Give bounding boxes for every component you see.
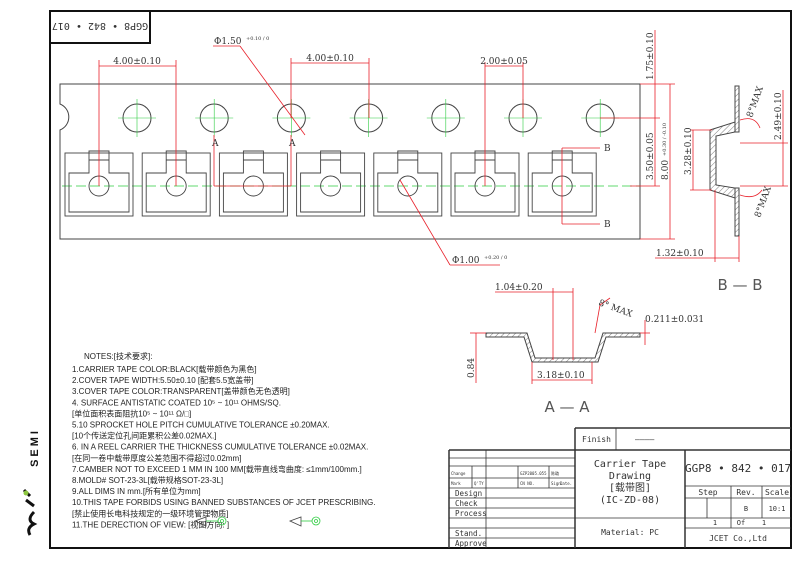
note-line: [10个传送定位孔间距累积公差0.02MAX.] xyxy=(72,431,216,441)
bb-draft-top: 8°MAX xyxy=(745,85,766,119)
dim-tape-width: 8.00 xyxy=(661,160,671,180)
revision-cell: Sign. xyxy=(551,481,563,486)
role-label: Stand. xyxy=(455,529,482,538)
semi-logo: SEMI xyxy=(22,428,41,536)
drawing-number: GGP8 • 842 • 017 xyxy=(685,462,791,475)
note-line: [禁止使用长电科技规定的一级环境管理物质] xyxy=(72,508,228,518)
section-aa-title: A — A xyxy=(544,398,590,416)
dim-pocket-hole-dia: Φ1.00 xyxy=(452,256,480,266)
finish-label: Finish xyxy=(582,435,611,444)
dim-edge-to-hole: 1.75±0.10 xyxy=(646,32,656,80)
company-name: JCET Co.,Ltd xyxy=(709,534,767,543)
finish-value: ———— xyxy=(635,435,654,444)
dim-sprocket-dia: Φ1.50 xyxy=(214,37,242,47)
drawing-frame xyxy=(49,10,792,549)
section-a-label: A xyxy=(211,139,219,149)
id-box-text: GGP8 • 842 • 017 xyxy=(52,20,148,31)
notes-list: 1.CARRIER TAPE COLOR:BLACK[载带颜色为黑色]2.COV… xyxy=(72,364,375,529)
revision-cell: 陈璐 xyxy=(551,470,559,476)
role-label: Design xyxy=(455,489,482,498)
of-label: Of xyxy=(737,519,745,527)
note-line: 4. SURFACE ANTISTATIC COATED 10⁵ ~ 10¹¹ … xyxy=(72,398,281,407)
scale-value: 10:1 xyxy=(769,505,786,513)
view-direction-icon xyxy=(193,516,321,527)
aa-thickness: 0.211±0.031 xyxy=(645,315,704,325)
section-b-label: B xyxy=(604,220,611,230)
section-aa-view xyxy=(470,288,650,384)
dim-tape-width-tolerance: +0.30 / -0.10 xyxy=(662,123,668,156)
material-text: Material: PC xyxy=(601,528,659,537)
revision-cell: Date. xyxy=(560,481,572,486)
drawing-title-line: (IC-ZD-08) xyxy=(600,495,660,506)
note-line: 10.THIS TAPE FORBIDS USING BANNED SUBSTA… xyxy=(72,498,375,507)
role-label: Approve xyxy=(455,539,487,548)
bb-bottom-width: 1.32±0.10 xyxy=(656,249,704,259)
note-line: [单位面积表面阻抗10⁵ ~ 10¹¹ Ω/□] xyxy=(72,408,191,418)
id-box xyxy=(49,10,151,44)
section-b-label: B xyxy=(604,144,611,154)
pocket-hole xyxy=(320,175,342,197)
dimension-lines xyxy=(98,30,675,266)
bb-height: 2.49±0.10 xyxy=(774,92,784,140)
section-a-label: A xyxy=(288,139,296,149)
aa-bottom-width: 3.18±0.10 xyxy=(537,371,585,381)
note-line: [在同一卷中载带厚度公差范围不得超过0.02mm] xyxy=(72,453,241,463)
step-label: Step xyxy=(698,488,717,497)
note-line: 8.MOLD# SOT-23-3L[载带规格SOT-23-3L] xyxy=(72,475,223,485)
pocket xyxy=(373,150,443,217)
note-line: 11.THE DERECTION OF VIEW: [视图方向: ] xyxy=(72,519,229,529)
aa-depth: 0.84 xyxy=(467,358,477,378)
section-bb-title: B — B xyxy=(717,276,762,294)
drawing-title-line: Carrier Tape xyxy=(594,459,666,470)
note-line: 1.CARRIER TAPE COLOR:BLACK[载带颜色为黑色] xyxy=(72,364,257,374)
bb-draft-bottom: 8°MAX xyxy=(753,185,774,219)
role-label: Check xyxy=(455,499,478,508)
bb-pocket-depth: 3.28±0.10 xyxy=(684,127,694,175)
dim-pocket-hole-dia-tolerance: +0.20 / 0 xyxy=(484,255,507,261)
revision-cell: Mark xyxy=(451,481,461,486)
sheet-total: 1 xyxy=(762,519,766,527)
dim-sprocket-dia-tolerance: +0.10 / 0 xyxy=(246,36,269,42)
note-line: 2.COVER TAPE WIDTH:5.50±0.10 [配套5.5宽盖带] xyxy=(72,375,253,385)
note-line: 5.10 SPROCKET HOLE PITCH CUMULATIVE TOLE… xyxy=(72,421,330,430)
role-label: Process xyxy=(455,509,487,518)
revision-cell: Q'TY xyxy=(474,481,484,486)
revision-cell: GZP2005.055 xyxy=(520,471,547,476)
rev-value: B xyxy=(744,505,748,513)
dim-hole-to-center: 3.50±0.05 xyxy=(646,132,656,180)
scale-label: Scale xyxy=(765,488,789,497)
dim-hole-offset: 2.00±0.05 xyxy=(480,57,528,67)
note-line: 6. IN A REEL CARRIER THE THICKNESS CUMUL… xyxy=(72,443,368,452)
title-block xyxy=(448,427,791,548)
pocket xyxy=(218,150,288,217)
logo-text: SEMI xyxy=(29,428,41,467)
dim-sprocket-pitch: 4.00±0.10 xyxy=(306,54,354,64)
note-line: 3.COVER TAPE COLOR:TRANSPARENT[盖带颜色无色透明] xyxy=(72,386,290,396)
carrier-tape-top-view xyxy=(59,83,641,240)
pocket-hole xyxy=(397,175,419,197)
note-line: 9.ALL DIMS IN mm.[所有单位为mm] xyxy=(72,486,201,496)
drawing-title-line: [载带图] xyxy=(609,482,651,494)
notes-title: NOTES:[技术要求]: xyxy=(84,351,152,361)
pocket xyxy=(296,150,366,217)
section-bb-view xyxy=(655,85,788,262)
drawing-title-line: Drawing xyxy=(609,471,651,482)
aa-draft: 8° MAX xyxy=(597,298,634,320)
rev-label: Rev. xyxy=(736,488,755,497)
aa-hole-width: 1.04±0.20 xyxy=(495,283,543,293)
sheet-number: 1 xyxy=(713,519,717,527)
dim-pocket-pitch: 4.00±0.10 xyxy=(113,57,161,67)
revision-cell: CN NO. xyxy=(520,481,534,486)
note-line: 7.CAMBER NOT TO EXCEED 1 MM IN 100 MM[载带… xyxy=(72,464,362,474)
revision-cell: Change xyxy=(451,471,466,476)
